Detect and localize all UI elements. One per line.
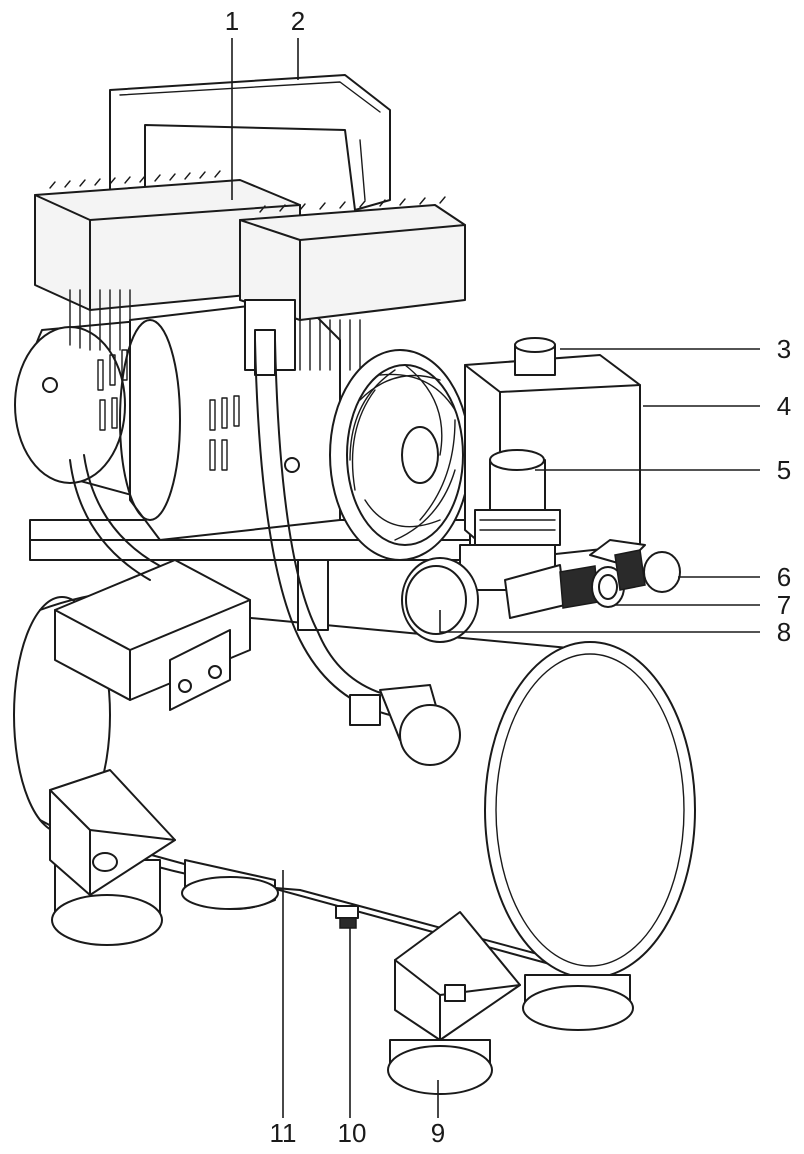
cooling-fins-right — [299, 319, 361, 371]
callout-labels: 1 2 3 4 5 6 7 8 9 10 11 — [225, 6, 791, 1148]
rubber-feet — [49, 769, 634, 1095]
cooling-fan — [329, 349, 471, 561]
callout-1: 1 — [225, 6, 239, 36]
callout-4: 4 — [777, 391, 791, 421]
foot-left-rear — [181, 859, 279, 910]
callout-5: 5 — [777, 455, 791, 485]
grip-ribs-right — [259, 196, 446, 213]
discharge-hose — [69, 339, 461, 766]
callout-11: 11 — [270, 1118, 297, 1148]
foot-right-front — [387, 911, 521, 1095]
vent-slots-middle — [209, 395, 240, 471]
foot-right-rear — [522, 974, 634, 1031]
callout-3: 3 — [777, 334, 791, 364]
pump-heads — [34, 74, 466, 376]
pump-motor — [14, 299, 471, 631]
leader-lines — [231, 38, 760, 1118]
safety-valve — [589, 539, 681, 593]
quick-coupler — [504, 564, 625, 619]
vent-slots-left — [97, 349, 128, 431]
pressure-gauge — [401, 557, 479, 643]
grip-ribs-left — [49, 170, 221, 189]
callout-10: 10 — [338, 1118, 367, 1148]
cooling-fins-left — [69, 289, 131, 351]
callout-7: 7 — [777, 590, 791, 620]
fan-grille — [349, 364, 456, 541]
drain-valve — [335, 905, 359, 929]
callout-9: 9 — [431, 1118, 445, 1148]
callout-8: 8 — [777, 617, 791, 647]
capacitor-box — [54, 559, 251, 711]
callout-2: 2 — [291, 6, 305, 36]
foot-left-front — [49, 769, 176, 946]
callout-6: 6 — [777, 562, 791, 592]
